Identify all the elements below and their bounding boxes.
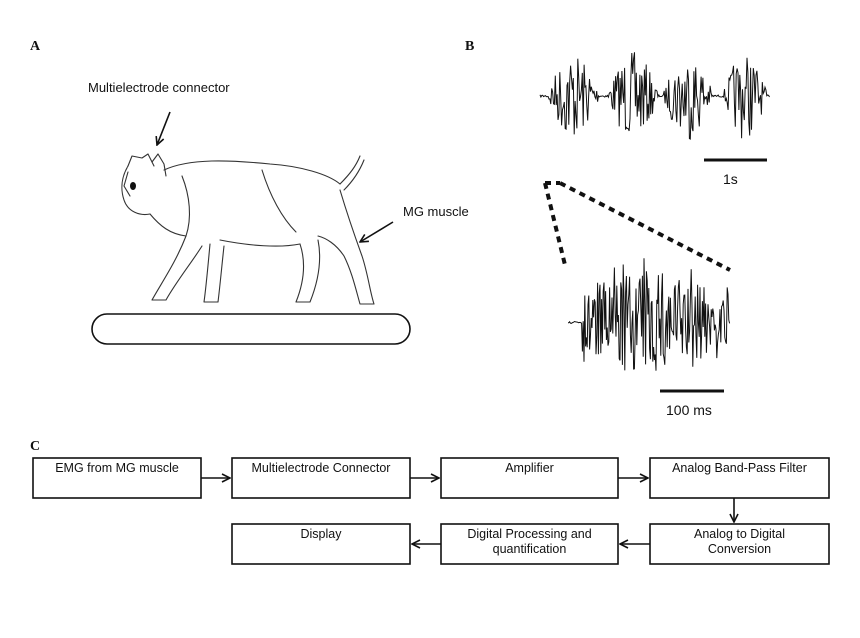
flow-box-frame <box>231 457 411 499</box>
treadmill <box>91 313 411 345</box>
muscle-label: MG muscle <box>403 204 469 219</box>
flow-box-4: Analog Band-Pass Filter <box>649 457 830 499</box>
cat-drawing <box>121 153 375 305</box>
zoom-guide-left <box>543 181 567 266</box>
connector-label: Multielectrode connector <box>88 80 230 95</box>
scale-label-1s: 1s <box>723 171 738 187</box>
panel-c: EMG from MG muscle Multielectrode Connect… <box>32 457 830 565</box>
panel-a: Multielectrode connector MG muscle <box>88 80 469 345</box>
flow-box-frame <box>440 457 619 499</box>
panel-b: 1s 100 ms <box>539 52 770 418</box>
panel-c-label: C <box>30 439 40 454</box>
emg-trace-bottom <box>568 258 731 371</box>
flow-box-text: Analog to Digital <box>694 527 785 541</box>
connector-arrow <box>157 111 171 145</box>
flow-box-3: Amplifier <box>440 457 619 499</box>
flow-box-text: EMG from MG muscle <box>55 461 179 475</box>
emg-trace-top <box>539 52 770 140</box>
muscle-arrow <box>360 221 394 242</box>
scale-label-100ms: 100 ms <box>666 402 712 418</box>
flow-box-text: Conversion <box>708 542 771 556</box>
flow-box-text: Analog Band-Pass Filter <box>672 461 807 475</box>
flow-box-text: Amplifier <box>505 461 554 475</box>
flow-box-2: Multielectrode Connector <box>231 457 411 499</box>
flow-box-text: quantification <box>493 542 567 556</box>
zoom-guide-right <box>559 181 731 272</box>
flow-box-text: Multielectrode Connector <box>252 461 391 475</box>
flow-box-frame <box>440 523 619 565</box>
flow-box-text: Digital Processing and <box>467 527 591 541</box>
cat-eye <box>130 182 136 190</box>
flow-box-frame <box>231 523 411 565</box>
flow-box-text: Display <box>301 527 343 541</box>
panel-b-label: B <box>465 39 474 54</box>
panel-a-label: A <box>30 39 41 54</box>
flow-box-1: EMG from MG muscle <box>32 457 202 499</box>
flow-box-frame <box>649 523 830 565</box>
flow-box-frame <box>649 457 830 499</box>
flow-box-7: Display <box>231 523 411 565</box>
